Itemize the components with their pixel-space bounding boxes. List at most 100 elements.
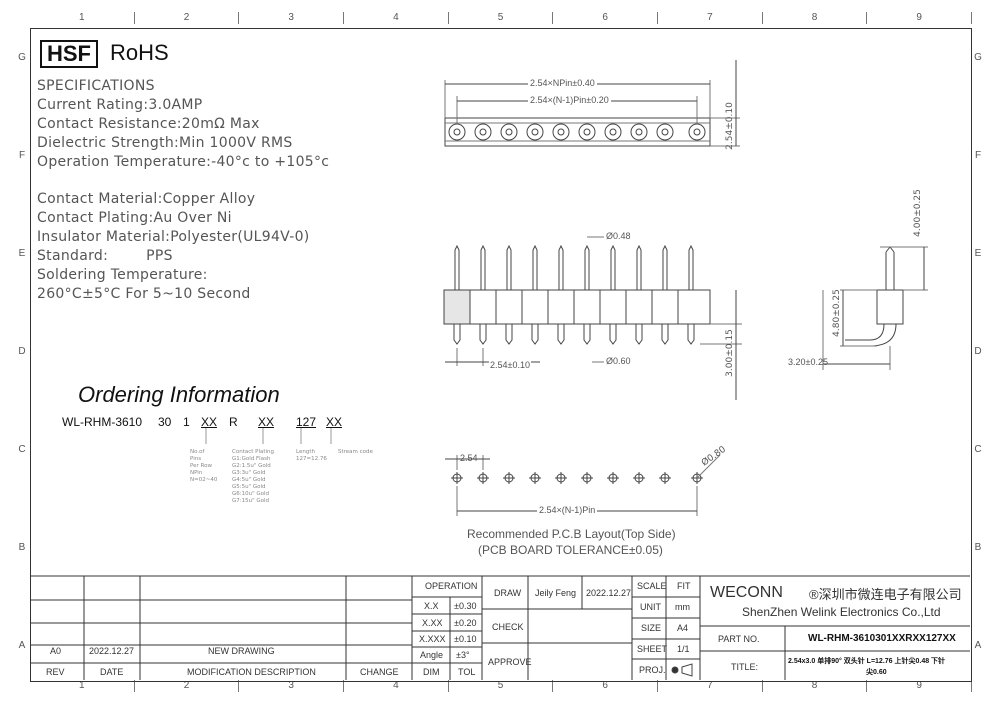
tol-header: TOL <box>458 667 476 677</box>
dim-side-body-label: 4.80±0.25 <box>832 289 842 337</box>
ordering-code-part: XX <box>258 415 275 429</box>
sheet-label: SHEET <box>637 644 668 654</box>
rev-value: A0 <box>50 646 62 656</box>
front-view <box>443 289 711 325</box>
pcb-hole-label: Ø0.80 <box>699 444 728 469</box>
company-english-name: ShenZhen Welink Electronics Co.,Ltd <box>742 605 941 619</box>
tolerance-key: X.X <box>424 601 439 611</box>
size-value: A4 <box>677 623 689 633</box>
ordering-code-part: 30 <box>158 415 172 429</box>
tolerance-value: ±3° <box>456 650 470 660</box>
zone-col: 6 <box>553 12 659 24</box>
spec-heading: SPECIFICATIONS <box>37 78 155 94</box>
dim-side-offset-label: 3.20±0.25 <box>788 357 828 367</box>
change-header: CHANGE <box>360 667 399 677</box>
spec-line: Dielectric Strength:Min 1000V RMS <box>37 135 293 151</box>
dim-top-height-label: 2.54±0.10 <box>725 102 735 150</box>
description-header: MODIFICATION DESCRIPTION <box>187 667 316 677</box>
draw-date: 2022.12.27 <box>586 588 632 598</box>
spec-line: Contact Material:Copper Alloy <box>37 191 256 207</box>
zone-row: B <box>18 542 26 553</box>
ordering-note-plating: Contact Plating G1:Gold Flash G2:1.5u" G… <box>232 449 275 504</box>
title-label: TITLE: <box>731 662 759 672</box>
draw-label: DRAW <box>494 588 522 598</box>
dim-pcb-pitch-label: 2.54 <box>460 453 478 463</box>
rev-date-value: 2022.12.27 <box>89 646 135 656</box>
zone-row: A <box>974 640 982 651</box>
top-view-holes <box>448 123 706 141</box>
title-line-2: 尖0.60 <box>866 669 887 676</box>
rev-header: REV <box>46 667 65 677</box>
zone-col: 8 <box>763 680 868 692</box>
zone-col: 4 <box>344 12 449 24</box>
dim-header: DIM <box>423 667 440 677</box>
part-no-label: PART NO. <box>718 634 760 644</box>
dim-top-inner-label: 2.54×(N-1)Pin±0.20 <box>528 95 611 105</box>
tolerance-value: ±0.10 <box>454 634 477 644</box>
zone-row: G <box>18 52 26 63</box>
side-view <box>845 246 904 347</box>
tolerance-key: X.XXX <box>419 634 446 644</box>
spec-line: Insulator Material:Polyester(UL94V-0) <box>37 229 310 245</box>
dim-pcb-span-label: 2.54×(N-1)Pin <box>537 505 598 515</box>
ordering-code-part: R <box>229 415 238 429</box>
hsf-logo: HSF <box>40 40 98 68</box>
spec-line: 260°C±5°C For 5~10 Second <box>37 286 251 302</box>
dim-pitch-label: 2.54±0.10 <box>489 360 531 370</box>
company-chinese-name: ®深圳市微连电子有限公司 <box>809 587 962 602</box>
tolerance-key: Angle <box>420 650 444 660</box>
zone-row: E <box>18 248 26 259</box>
dim-side-top-label: 4.00±0.25 <box>913 189 923 237</box>
tail-diameter-label: Ø0.60 <box>606 356 631 366</box>
pcb-holes <box>451 472 703 484</box>
approve-label: APPROVE <box>488 657 532 667</box>
title-block-grid <box>30 575 970 680</box>
ordering-note-length: Length 127=12.76 <box>296 449 327 462</box>
top-view-body <box>444 117 711 147</box>
zone-columns-bottom: 1 2 3 4 5 6 7 8 9 <box>30 680 973 692</box>
check-label: CHECK <box>492 622 524 632</box>
sheet-value: 1/1 <box>677 644 690 654</box>
dim-top-total-label: 2.54×NPin±0.40 <box>528 78 597 88</box>
spec-line: Contact Plating:Au Over Ni <box>37 210 232 226</box>
spec-line: Current Rating:3.0AMP <box>37 97 203 113</box>
pcb-caption: Recommended P.C.B Layout(Top Side) <box>467 527 676 541</box>
zone-col: 3 <box>239 12 345 24</box>
zone-col: 2 <box>135 680 240 692</box>
zone-row: F <box>18 150 26 161</box>
company-brand: WECONN <box>710 584 783 601</box>
unit-value: mm <box>675 602 690 612</box>
part-number: WL-RHM-3610301XXRXX127XX <box>808 633 956 644</box>
ordering-code-part: WL-RHM-3610 <box>62 415 143 429</box>
ordering-note-stream: Stream code <box>338 449 373 455</box>
zone-col: 1 <box>30 12 135 24</box>
ordering-code-part: XX <box>201 415 218 429</box>
zone-col: 9 <box>867 680 973 692</box>
ordering-note-pins: No.of Pins Per Row NPin N=02~40 <box>190 449 218 483</box>
tolerance-header: OPERATION <box>425 581 478 591</box>
zone-col: 8 <box>763 12 868 24</box>
spec-line: Standard: PPS <box>37 248 173 264</box>
spec-line: Contact Resistance:20mΩ Max <box>37 116 260 132</box>
size-label: SIZE <box>641 623 662 633</box>
ordering-title: Ordering Information <box>78 382 280 407</box>
front-lower-pins <box>453 324 695 345</box>
pcb-tolerance-caption: (PCB BOARD TOLERANCE±0.05) <box>478 543 663 557</box>
zone-col: 2 <box>135 12 240 24</box>
tolerance-key: X.XX <box>422 618 443 628</box>
zone-row: G <box>974 52 982 63</box>
zone-row: E <box>974 248 982 259</box>
scale-value: FIT <box>677 581 691 591</box>
zone-col: 4 <box>344 680 449 692</box>
front-upper-pins <box>454 244 694 290</box>
tolerance-value: ±0.20 <box>454 618 477 628</box>
zone-row: C <box>974 444 982 455</box>
zone-col: 1 <box>30 680 135 692</box>
zone-row: B <box>974 542 982 553</box>
date-header: DATE <box>100 667 124 677</box>
dim-tail-label: 3.00±0.15 <box>725 329 735 377</box>
spec-line: Operation Temperature:-40°c to +105°c <box>37 154 330 170</box>
zone-row: D <box>974 346 982 357</box>
zone-row: A <box>18 640 26 651</box>
